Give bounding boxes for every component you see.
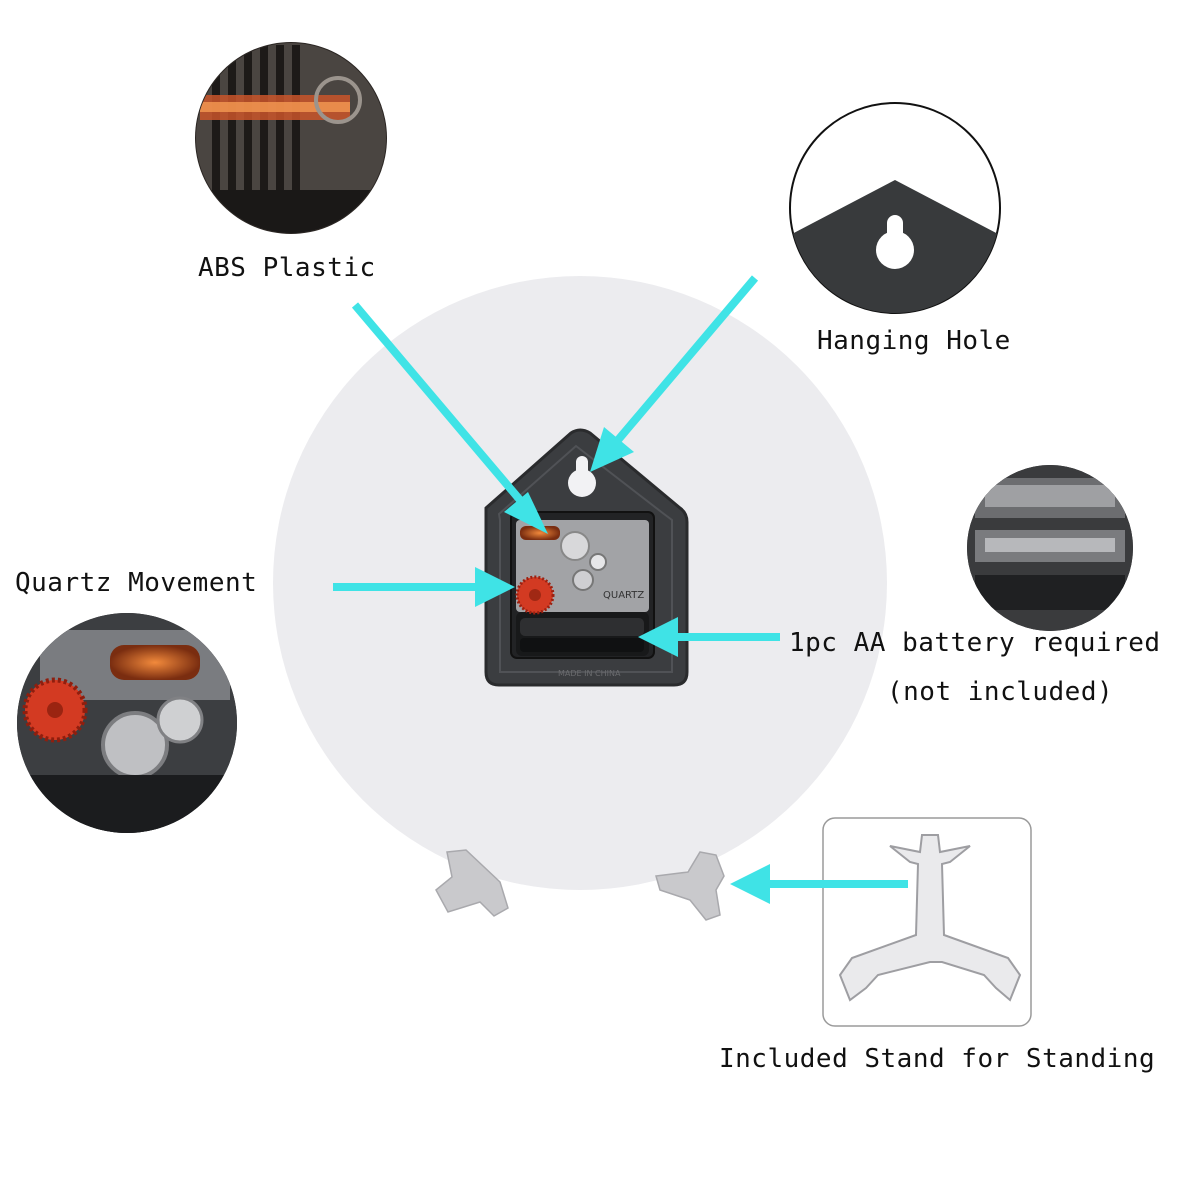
hanging-hole (568, 456, 596, 497)
movement-made-in-text: MADE IN CHINA (558, 669, 621, 678)
clock-stand-left-leg (435, 849, 509, 917)
battery-compartment-closeup-icon (967, 465, 1133, 631)
label-quartz-movement: Quartz Movement (15, 568, 258, 598)
stand-icon (822, 817, 1032, 1027)
arrow-battery (638, 617, 780, 657)
label-included-stand: Included Stand for Standing (719, 1044, 1156, 1074)
red-gear (515, 575, 555, 615)
abs-plastic-closeup-icon (195, 42, 387, 234)
label-hanging-hole: Hanging Hole (817, 326, 1011, 356)
arrow-abs-plastic (351, 302, 548, 534)
label-battery-not-included: (not included) (887, 677, 1114, 707)
clock-stand-right-leg (655, 851, 725, 921)
arrow-stand (730, 864, 908, 904)
label-abs-plastic: ABS Plastic (198, 253, 376, 283)
arrow-quartz-movement (333, 567, 515, 607)
clock-movement: QUARTZ MADE IN CHINA (484, 428, 689, 687)
movement-brand-text: QUARTZ (603, 590, 644, 601)
arrow-hanging-hole (590, 275, 759, 472)
label-battery-required: 1pc AA battery required (789, 628, 1161, 658)
hanging-hole-closeup-icon (789, 102, 1001, 314)
quartz-movement-closeup-icon (17, 613, 237, 833)
